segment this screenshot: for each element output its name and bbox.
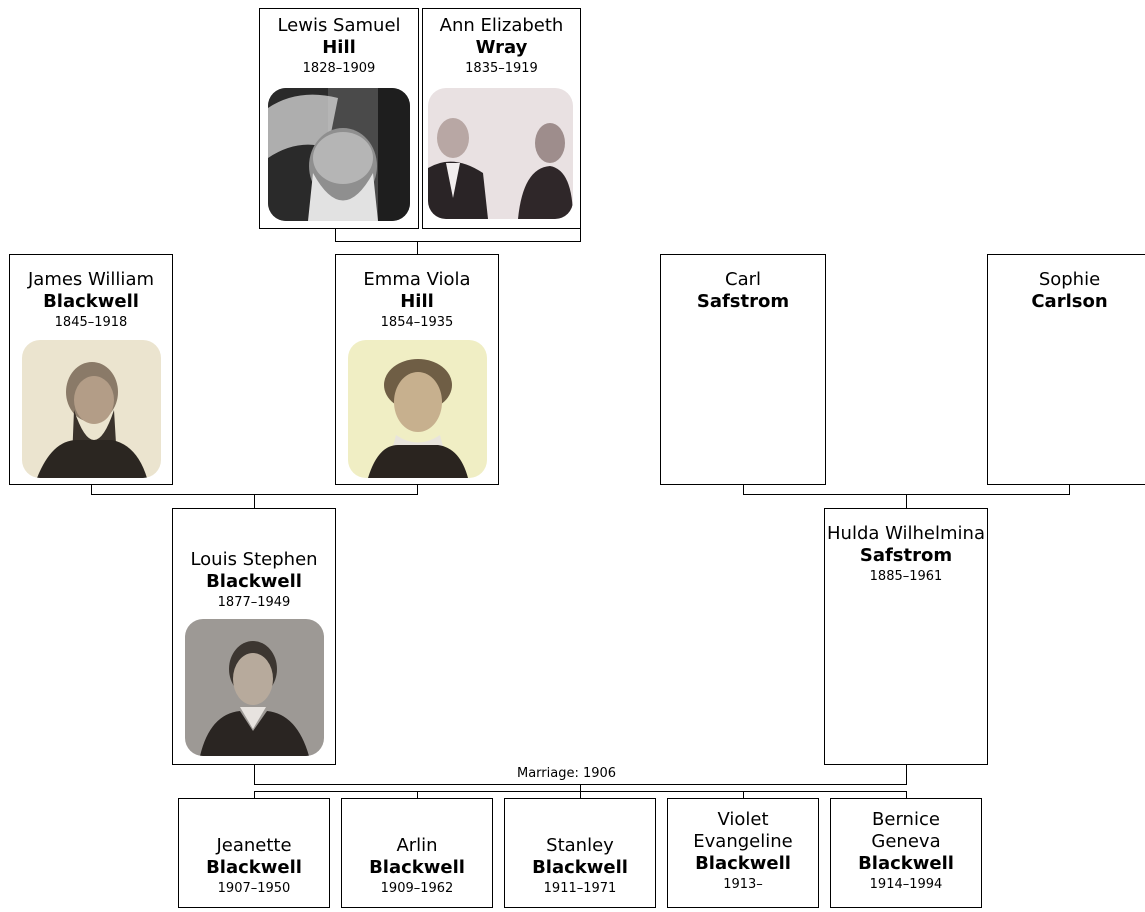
person-card-arlin-blackwell[interactable]: Arlin Blackwell 1909–1962 <box>341 798 493 908</box>
connector-line <box>254 764 255 785</box>
person-card-sophie-carlson[interactable]: Sophie Carlson <box>987 254 1145 485</box>
given-name: James William <box>27 269 155 290</box>
life-dates: 1913– <box>723 877 763 892</box>
given-name: Arlin <box>396 835 438 856</box>
life-dates: 1885–1961 <box>869 569 943 584</box>
life-dates: 1909–1962 <box>380 881 454 896</box>
portrait-photo[interactable] <box>348 340 487 478</box>
surname: Blackwell <box>206 571 302 592</box>
given-name: Ann Elizabeth <box>439 15 564 36</box>
portrait-photo[interactable] <box>22 340 161 478</box>
person-card-hulda-safstrom[interactable]: Hulda Wilhelmina Safstrom 1885–1961 <box>824 508 988 765</box>
connector-line <box>743 791 744 799</box>
person-card-jeanette-blackwell[interactable]: Jeanette Blackwell 1907–1950 <box>178 798 330 908</box>
connector-line <box>254 494 255 509</box>
life-dates: 1877–1949 <box>217 595 291 610</box>
person-card-james-blackwell[interactable]: James William Blackwell 1845–1918 <box>9 254 173 485</box>
connector-line <box>580 784 581 791</box>
connector-line <box>91 484 92 495</box>
connector-line <box>580 791 581 799</box>
portrait-photo[interactable] <box>428 88 573 219</box>
marriage-label: Marriage: 1906 <box>515 766 619 781</box>
surname: Blackwell <box>43 291 139 312</box>
given-name: Emma Viola <box>363 269 471 290</box>
given-name: Lewis Samuel <box>277 15 401 36</box>
person-card-louis-blackwell[interactable]: Louis Stephen Blackwell 1877–1949 <box>172 508 336 765</box>
life-dates: 1854–1935 <box>380 315 454 330</box>
given-name: Jeanette <box>216 835 292 856</box>
life-dates: 1914–1994 <box>869 877 943 892</box>
given-name: Hulda Wilhelmina <box>827 523 985 544</box>
surname: Blackwell <box>532 857 628 878</box>
person-card-stanley-blackwell[interactable]: Stanley Blackwell 1911–1971 <box>504 798 656 908</box>
surname: Safstrom <box>696 291 790 312</box>
person-card-carl-safstrom[interactable]: Carl Safstrom <box>660 254 826 485</box>
surname: Blackwell <box>858 853 954 874</box>
surname: Hill <box>322 37 356 58</box>
surname: Carlson <box>1031 291 1108 312</box>
portrait-photo[interactable] <box>185 619 324 756</box>
connector-line <box>906 764 907 785</box>
life-dates: 1845–1918 <box>54 315 128 330</box>
surname: Blackwell <box>369 857 465 878</box>
life-dates: 1911–1971 <box>543 881 617 896</box>
connector-line <box>417 484 418 495</box>
connector-line <box>906 494 907 509</box>
connector-line <box>743 484 744 495</box>
given-name: Bernice Geneva <box>871 809 941 852</box>
person-card-ann-wray[interactable]: Ann Elizabeth Wray 1835–1919 <box>422 8 581 229</box>
person-card-emma-hill[interactable]: Emma Viola Hill 1854–1935 <box>335 254 499 485</box>
person-card-lewis-hill[interactable]: Lewis Samuel Hill 1828–1909 <box>259 8 419 229</box>
surname: Blackwell <box>695 853 791 874</box>
connector-line <box>335 228 336 242</box>
life-dates: 1835–1919 <box>465 61 538 76</box>
portrait-photo[interactable] <box>268 88 410 221</box>
connector-line <box>417 241 418 255</box>
connector-line <box>254 791 255 799</box>
connector-line <box>906 791 907 799</box>
life-dates: 1907–1950 <box>217 881 291 896</box>
life-dates: 1828–1909 <box>302 61 376 76</box>
person-card-bernice-blackwell[interactable]: Bernice Geneva Blackwell 1914–1994 <box>830 798 982 908</box>
person-card-violet-blackwell[interactable]: Violet Evangeline Blackwell 1913– <box>667 798 819 908</box>
surname: Blackwell <box>206 857 302 878</box>
given-name: Violet Evangeline <box>693 809 793 852</box>
connector-line <box>580 228 581 242</box>
given-name: Sophie <box>1038 269 1101 290</box>
given-name: Stanley <box>546 835 614 856</box>
given-name: Louis Stephen <box>190 549 318 570</box>
surname: Hill <box>400 291 434 312</box>
given-name: Carl <box>725 269 761 290</box>
surname: Wray <box>475 37 528 58</box>
connector-line <box>417 791 418 799</box>
surname: Safstrom <box>859 545 953 566</box>
connector-line <box>1069 484 1070 495</box>
connector-line <box>335 241 581 242</box>
